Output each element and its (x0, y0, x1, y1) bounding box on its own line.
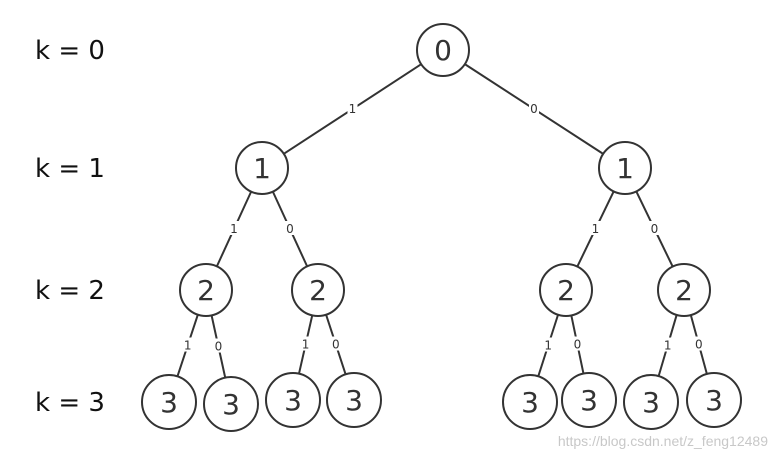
level-label-k1: k = 1 (35, 154, 105, 184)
edge-label-background (529, 101, 539, 115)
edge-label-background (590, 221, 601, 235)
edge-label: 1 (664, 339, 672, 353)
node-label: 3 (160, 386, 178, 419)
tree-nodes: 0 1 2 3 3 2 3 3 1 2 3 3 2 3 3 (141, 23, 742, 432)
edge-label-background (330, 336, 341, 351)
edge-label: 0 (286, 222, 294, 236)
tree-node-depth-3: 3 (686, 372, 742, 428)
node-circle (291, 263, 345, 317)
node-label: 3 (345, 384, 363, 417)
edge-label: 0 (574, 338, 582, 352)
edge-label-background (649, 221, 660, 235)
edge-label-background (229, 221, 239, 235)
tree-edges: 1 1 1 0 0 1 0 0 1 1 0 0 1 0 (176, 63, 708, 378)
node-label: 3 (642, 386, 660, 419)
node-circle (141, 374, 197, 430)
tree-node-depth-3: 3 (502, 374, 558, 430)
tree-node-depth-3: 3 (326, 372, 382, 428)
tree-node-depth-3: 3 (623, 374, 679, 430)
edge-label-background (693, 336, 704, 351)
tree-node-depth-3: 3 (141, 374, 197, 430)
node-label: 2 (675, 274, 693, 307)
node-label: 0 (434, 34, 452, 67)
tree-node-depth-2: 2 (539, 263, 593, 317)
tree-node-depth-2: 2 (291, 263, 345, 317)
edge-label: 1 (230, 222, 238, 236)
edge-label: 1 (184, 339, 192, 353)
edge-label: 0 (651, 222, 659, 236)
edge-label: 1 (302, 338, 310, 352)
node-circle (179, 263, 233, 317)
node-circle (502, 374, 558, 430)
edge-label-background (285, 221, 295, 235)
tree-node-depth-3: 3 (265, 372, 321, 428)
node-label: 3 (705, 384, 723, 417)
node-circle (561, 372, 617, 428)
edge-label: 1 (544, 339, 552, 353)
node-label: 1 (616, 152, 634, 185)
tree-node-depth-2: 2 (657, 263, 711, 317)
node-circle (539, 263, 593, 317)
level-label-k3: k = 3 (35, 388, 105, 418)
node-label: 3 (222, 388, 240, 421)
edge-label: 0 (332, 338, 340, 352)
level-labels: k = 0 k = 1 k = 2 k = 3 (35, 36, 105, 418)
node-circle (686, 372, 742, 428)
level-label-k2: k = 2 (35, 276, 105, 306)
watermark: https://blog.csdn.net/z_feng12489 (557, 433, 768, 449)
edge-label-background (300, 336, 311, 351)
tree-node-depth-3: 3 (203, 376, 259, 432)
node-circle (623, 374, 679, 430)
edge-label: 1 (592, 222, 600, 236)
node-label: 1 (253, 152, 271, 185)
edge-label: 0 (695, 338, 703, 352)
node-circle (326, 372, 382, 428)
tree-node-depth-0: 0 (416, 23, 470, 77)
node-label: 2 (309, 274, 327, 307)
node-label: 3 (580, 384, 598, 417)
node-label: 2 (557, 274, 575, 307)
edge-label-background (662, 337, 673, 352)
node-label: 2 (197, 274, 215, 307)
edge-label-background (543, 337, 554, 352)
edge-label-background (213, 338, 224, 353)
edge-label-background (347, 101, 358, 115)
level-label-k0: k = 0 (35, 36, 105, 66)
node-label: 3 (284, 384, 302, 417)
node-circle (598, 141, 652, 195)
node-circle (203, 376, 259, 432)
tree-node-depth-3: 3 (561, 372, 617, 428)
node-circle (416, 23, 470, 77)
node-circle (235, 141, 289, 195)
edge-label: 0 (530, 102, 538, 116)
edge-label: 1 (349, 102, 357, 116)
node-label: 3 (521, 386, 539, 419)
tree-node-depth-1: 1 (235, 141, 289, 195)
tree-node-depth-1: 1 (598, 141, 652, 195)
node-circle (657, 263, 711, 317)
edge-label-background (572, 336, 583, 351)
edge-label: 0 (215, 340, 223, 354)
edge-label-background (182, 337, 193, 352)
node-circle (265, 372, 321, 428)
tree-node-depth-2: 2 (179, 263, 233, 317)
